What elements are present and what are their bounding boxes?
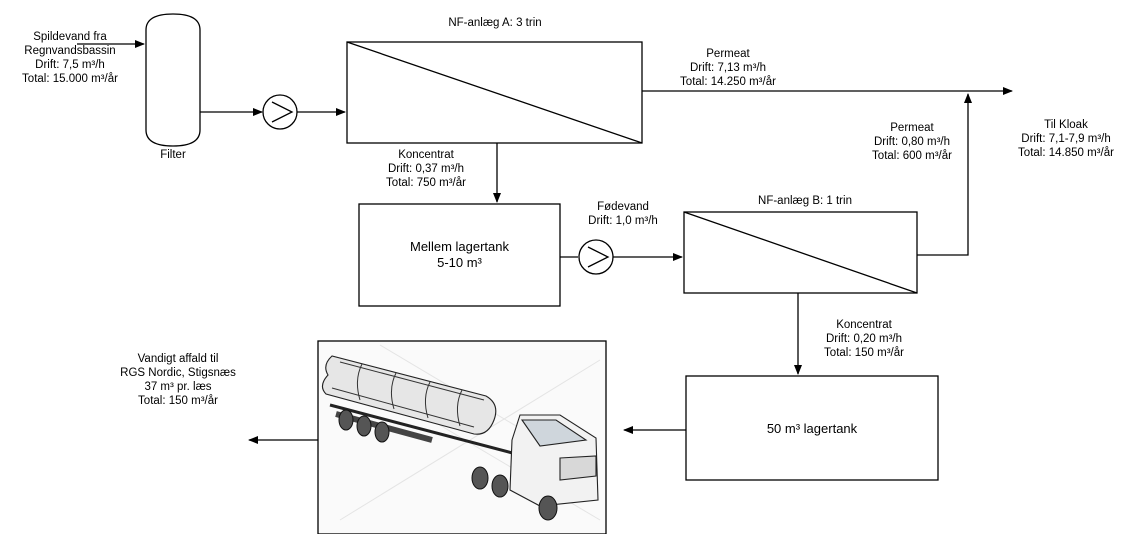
kloak-label: Til Kloak Drift: 7,1-7,9 m³/h Total: 14.… [1006,118,1126,160]
nf-b-permeate-line [917,94,968,255]
lagertank-50-label: 50 m³ lagertank [686,421,938,437]
nf-a-permeat-label: Permeat Drift: 7,13 m³/h Total: 14.250 m… [650,47,806,89]
nf-b-permeat-label: Permeat Drift: 0,80 m³/h Total: 600 m³/å… [856,121,968,163]
nf-b-title: NF-anlæg B: 1 trin [740,194,870,208]
waste-label: Vandigt affald til RGS Nordic, Stigsnæs … [105,352,251,408]
nf-a-title: NF-anlæg A: 3 trin [405,16,585,30]
tanker-truck-image [318,341,606,534]
nf-a-koncentrat-label: Koncentrat Drift: 0,37 m³/h Total: 750 m… [366,148,486,190]
fodevand-pump-icon [579,240,613,274]
feed-pump-icon [263,95,297,129]
nf-b-koncentrat-label: Koncentrat Drift: 0,20 m³/h Total: 150 m… [804,318,924,360]
filter-vessel [146,14,200,146]
mellem-lagertank-label: Mellem lagertank 5-10 m³ [359,239,560,271]
nf-unit-b [684,212,917,293]
filter-label: Filter [150,148,196,162]
fodevand-label: Fødevand Drift: 1,0 m³/h [568,200,678,228]
feed-label: Spildevand fra Regnvandsbassin Drift: 7,… [18,30,122,86]
nf-unit-a [347,42,642,143]
